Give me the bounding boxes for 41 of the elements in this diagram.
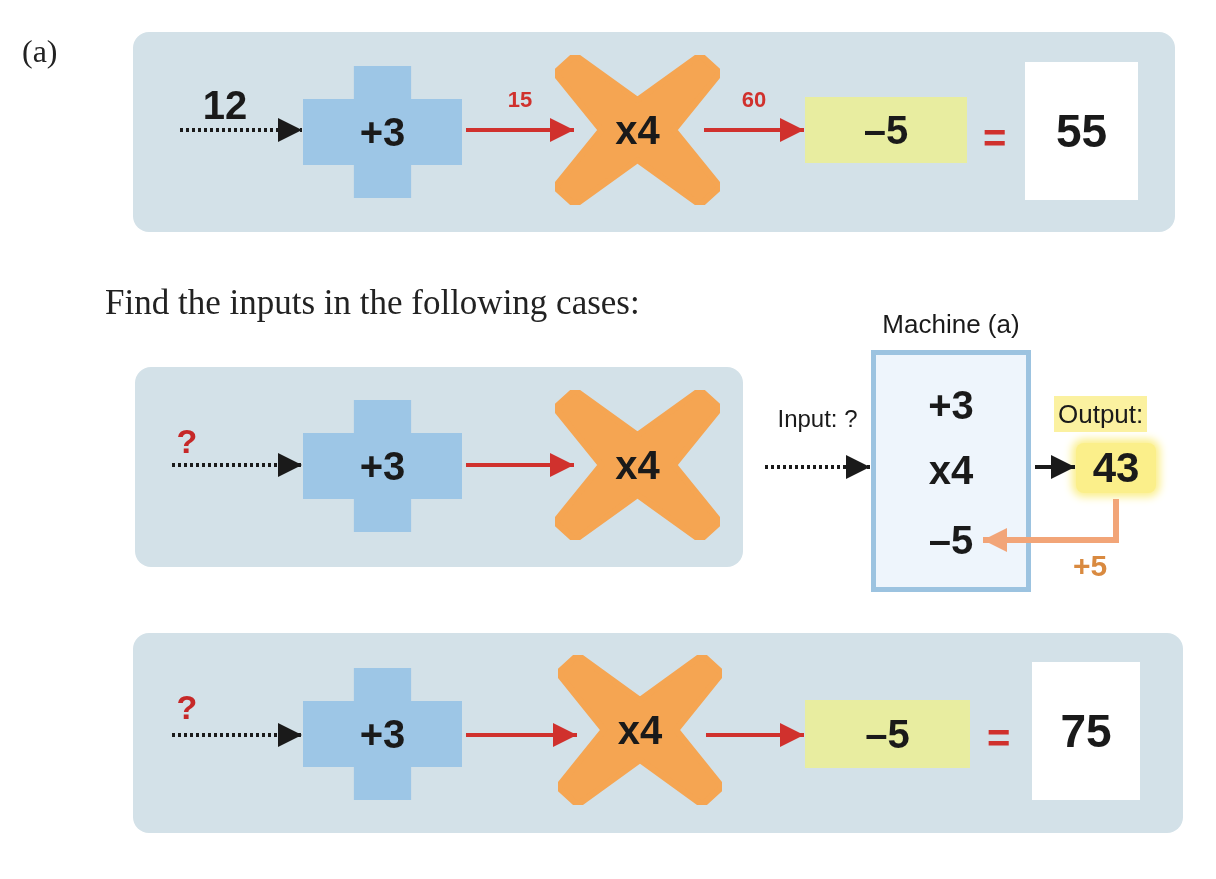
- panel: [133, 633, 1183, 833]
- operation-box: –5: [805, 97, 967, 163]
- edge-label: +5: [1072, 551, 1108, 581]
- question-mark: ?: [176, 424, 198, 458]
- operation-box: –5: [805, 700, 970, 768]
- operation-label: +3: [359, 112, 406, 152]
- arrow: [706, 723, 804, 747]
- input-number: 12: [202, 85, 248, 125]
- equals-sign: =: [987, 718, 1011, 758]
- edge-label: 60: [741, 89, 767, 111]
- arrow: [765, 455, 870, 479]
- arrow: [466, 453, 574, 477]
- output-value: 43: [1092, 447, 1140, 489]
- panel: [135, 367, 743, 567]
- arrow: [466, 723, 577, 747]
- arrow: [180, 118, 302, 142]
- arrow: [1035, 455, 1075, 479]
- operation-label: x4: [615, 110, 660, 150]
- operation-label: x4: [928, 450, 974, 490]
- arrow: [704, 118, 804, 142]
- machine-title: Machine (a): [882, 311, 1020, 337]
- question-mark: ?: [176, 690, 198, 724]
- panel: [133, 32, 1175, 232]
- operation-label: x4: [617, 710, 663, 750]
- output-label: Output:: [1054, 396, 1148, 432]
- edge-label: Input: ?: [777, 407, 858, 431]
- operation-label: +3: [359, 714, 406, 754]
- result-box: 55: [1025, 62, 1138, 200]
- operation-label: –5: [928, 520, 974, 560]
- result-box: 75: [1032, 662, 1140, 800]
- instruction-text: Find the inputs in the following cases:: [105, 285, 640, 320]
- operation-label: x4: [615, 445, 660, 485]
- panel-letter: (a): [22, 35, 58, 67]
- arrow: [172, 723, 302, 747]
- edge-label: 15: [507, 89, 533, 111]
- arrow: [983, 499, 1119, 552]
- arrow: [466, 118, 574, 142]
- operation-label: +3: [359, 446, 406, 486]
- equals-sign: =: [983, 118, 1007, 158]
- arrow: [172, 453, 302, 477]
- operation-label: +3: [928, 385, 974, 425]
